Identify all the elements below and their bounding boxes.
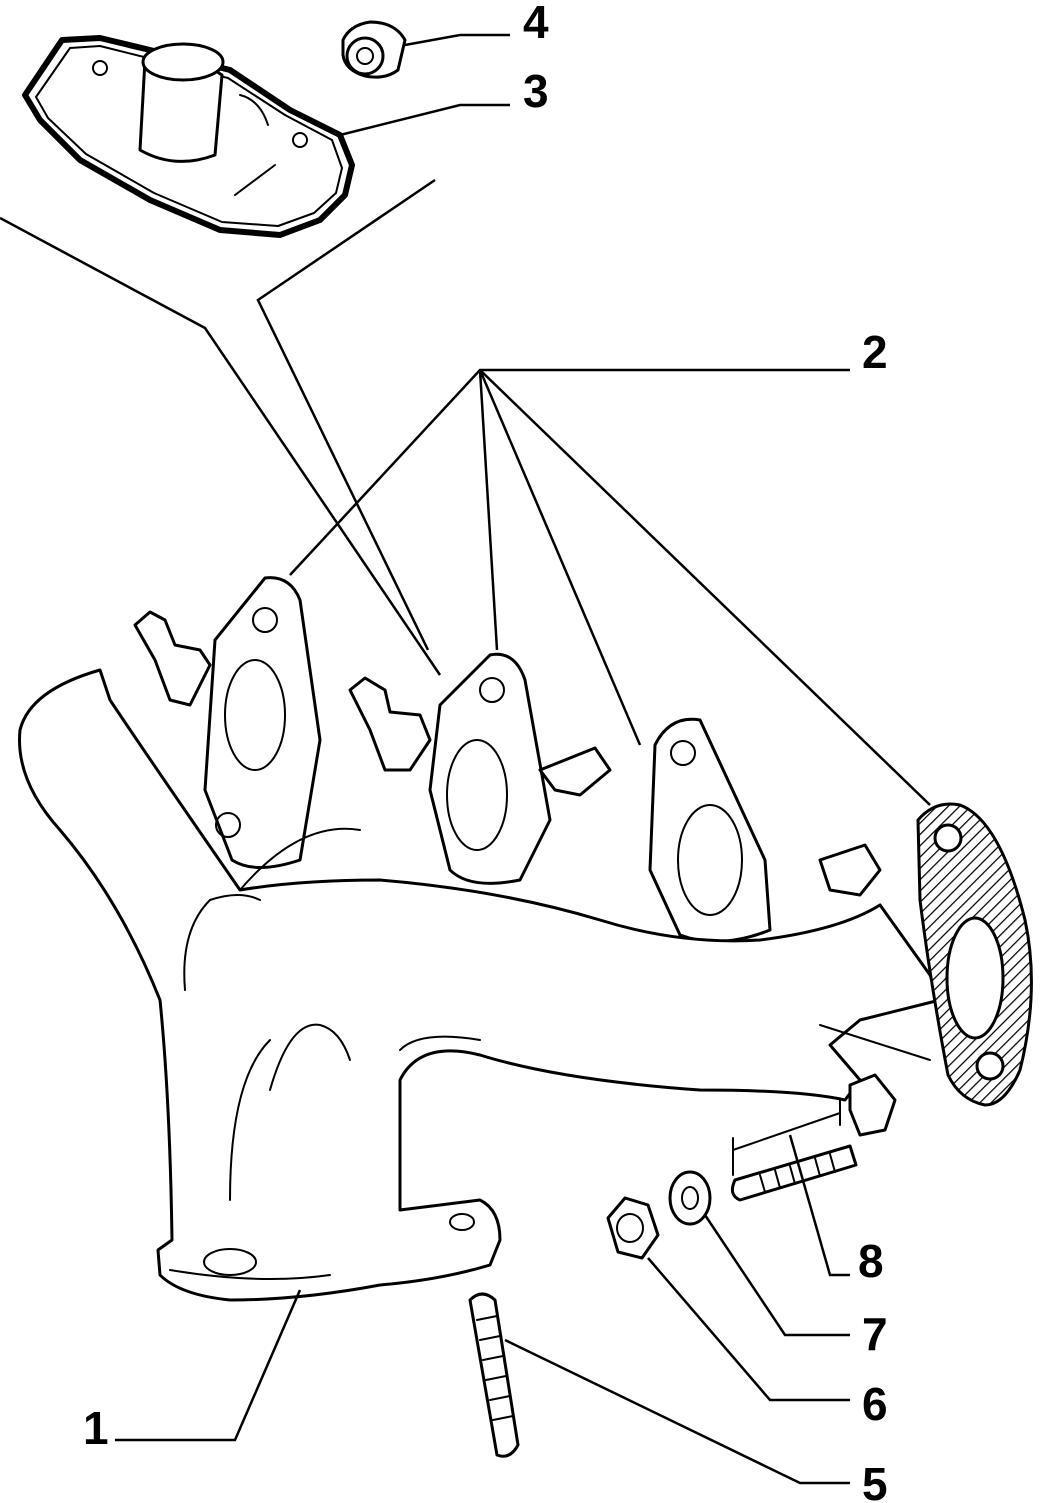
callout-2: 2 xyxy=(862,326,888,378)
callout-3: 3 xyxy=(523,65,549,117)
leader-lines xyxy=(115,33,931,1485)
stud-5 xyxy=(468,1292,520,1458)
callout-8: 8 xyxy=(858,1235,884,1287)
callout-7: 7 xyxy=(862,1308,888,1360)
grommet xyxy=(341,20,407,79)
outlet-gasket xyxy=(916,802,1033,1107)
manifold-flanges xyxy=(133,576,882,943)
nut xyxy=(606,1196,660,1260)
stud-8 xyxy=(730,1099,858,1202)
callout-4: 4 xyxy=(523,0,549,48)
callout-6: 6 xyxy=(862,1378,888,1430)
washer xyxy=(668,1170,712,1226)
exhaust-manifold xyxy=(18,668,942,1302)
callout-1: 1 xyxy=(83,1402,109,1454)
callout-labels: 1 2 3 4 5 6 7 8 xyxy=(83,0,888,1503)
callout-5: 5 xyxy=(862,1458,888,1503)
heat-shield xyxy=(22,35,355,238)
